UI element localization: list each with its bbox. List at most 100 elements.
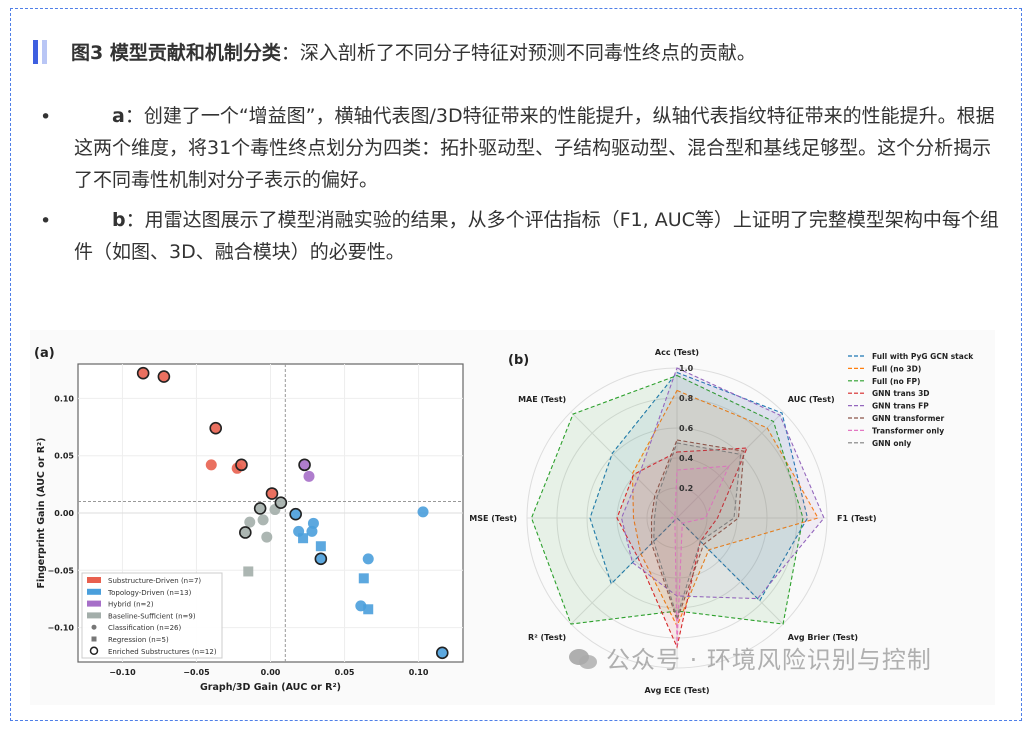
data-point-square xyxy=(298,533,309,544)
y-tick-label: 0.00 xyxy=(54,509,74,518)
legend-label: Substructure-Driven (n=7) xyxy=(108,577,201,585)
data-point xyxy=(289,507,302,521)
r-tick-label: 0.4 xyxy=(679,454,694,463)
bullet-a: a：创建了一个“增益图”，横轴代表图/3D特征带来的性能提升，纵轴代表指纹特征带… xyxy=(74,100,999,196)
data-point xyxy=(235,458,248,472)
data-point-square xyxy=(243,566,254,577)
legend-swatch xyxy=(87,600,101,607)
data-point xyxy=(205,459,217,471)
series-polygon xyxy=(530,374,804,625)
data-point xyxy=(257,514,269,526)
data-point xyxy=(362,553,374,565)
legend-square-marker xyxy=(91,636,97,642)
title-accent-bar-light xyxy=(42,40,47,64)
data-point-square xyxy=(358,573,369,584)
figure-title: 图3 模型贡献和机制分类：深入剖析了不同分子特征对预测不同毒性终点的贡献。 xyxy=(71,40,756,66)
data-point-square xyxy=(315,541,326,552)
axis-label: Avg ECE (Test) xyxy=(645,686,710,695)
bullet-label: a xyxy=(112,105,125,127)
data-point xyxy=(136,366,150,380)
x-tick-label: 0.00 xyxy=(261,668,281,677)
y-tick-label: 0.10 xyxy=(54,394,74,403)
r-tick-label: 1.0 xyxy=(679,364,694,373)
r-tick-label: 0.8 xyxy=(679,394,694,403)
bullet-text: ：用雷达图展示了模型消融实验的结果，从多个评估指标（F1, AUC等）上证明了完… xyxy=(74,209,999,263)
data-point xyxy=(417,506,429,518)
data-point xyxy=(314,552,328,566)
legend-circle-marker xyxy=(91,624,97,630)
data-point xyxy=(261,531,273,543)
legend-label: GNN trans FP xyxy=(872,402,929,411)
legend-label: GNN transformer xyxy=(872,414,944,423)
article-frame xyxy=(10,8,1022,721)
y-axis-label: Fingerprint Gain (AUC or R²) xyxy=(36,437,47,588)
axis-spoke xyxy=(676,411,784,519)
data-point xyxy=(298,458,311,472)
bullet-b: b：用雷达图展示了模型消融实验的结果，从多个评估指标（F1, AUC等）上证明了… xyxy=(74,204,999,268)
legend-label: Full (no FP) xyxy=(872,377,920,386)
x-tick-label: 0.05 xyxy=(335,668,355,677)
bullet-marker: • xyxy=(40,106,52,128)
y-tick-label: −0.05 xyxy=(48,566,75,575)
axis-spoke xyxy=(570,411,678,519)
data-point xyxy=(435,646,449,660)
x-tick-label: −0.10 xyxy=(109,668,136,677)
bullet-text: ：创建了一个“增益图”，横轴代表图/3D特征带来的性能提升，纵轴代表指纹特征带来… xyxy=(74,105,995,191)
series-polygon xyxy=(653,442,742,619)
data-point xyxy=(157,370,171,383)
legend-label: Transformer only xyxy=(872,426,944,435)
axis-label: F1 (Test) xyxy=(837,514,877,523)
x-axis-label: Graph/3D Gain (AUC or R²) xyxy=(200,682,341,693)
legend-label: Full (no 3D) xyxy=(872,364,921,373)
panel-label: (b) xyxy=(508,353,529,368)
y-tick-label: 0.05 xyxy=(54,452,74,461)
legend-label: Full with PyG GCN stack xyxy=(872,352,974,361)
figure-label: 图3 模型贡献和机制分类 xyxy=(71,42,281,64)
series-polygon xyxy=(589,371,809,602)
data-point xyxy=(274,496,288,509)
axis-label: MAE (Test) xyxy=(518,395,566,404)
y-tick-label: −0.10 xyxy=(48,624,75,633)
axis-label: AUC (Test) xyxy=(788,395,835,404)
axis-label: Acc (Test) xyxy=(655,348,699,357)
title-accent-bar xyxy=(33,40,38,64)
legend-label: Hybrid (n=2) xyxy=(108,601,154,609)
axis-label: R² (Test) xyxy=(528,633,566,642)
watermark-text: 公众号 · 环境风险识别与控制 xyxy=(606,646,932,674)
legend-label: GNN trans 3D xyxy=(872,389,930,398)
legend-label: Regression (n=5) xyxy=(108,636,169,644)
data-point xyxy=(244,516,256,528)
bullet-marker: • xyxy=(40,210,52,232)
ablation-radar-chart: (b) Acc (Test) AUC (Test) F1 (Test) Avg Brie… xyxy=(470,348,974,695)
legend-label: Enriched Substructures (n=12) xyxy=(108,648,217,656)
gain-scatter-chart: (a) −0.10 −0.05 0.00 0.05 0.10 −0.10 −0.05 0.00 0… xyxy=(34,346,464,693)
x-tick-label: −0.05 xyxy=(183,668,210,677)
legend-swatch xyxy=(87,588,101,595)
data-point xyxy=(306,525,318,537)
bullet-label: b xyxy=(112,209,126,231)
series-polygon xyxy=(620,367,825,600)
r-tick-label: 0.2 xyxy=(679,484,693,493)
legend-label: Classification (n=26) xyxy=(108,624,181,632)
data-point xyxy=(239,526,252,539)
watermark: 公众号 · 环境风险识别与控制 xyxy=(568,640,932,675)
legend-swatch xyxy=(87,612,101,619)
panel-label: (a) xyxy=(34,346,55,361)
wechat-icon xyxy=(569,649,597,669)
r-tick-label: 0.6 xyxy=(679,424,694,433)
legend-swatch xyxy=(87,577,101,583)
legend-enriched-marker xyxy=(89,646,99,656)
x-tick-label: 0.10 xyxy=(409,668,429,677)
data-point xyxy=(303,470,315,482)
axis-label: Avg Brier (Test) xyxy=(788,633,858,642)
legend-box xyxy=(81,572,223,659)
legend-label: Baseline-Sufficient (n=9) xyxy=(108,612,196,620)
data-point xyxy=(209,421,223,435)
data-point xyxy=(265,487,279,500)
axis-label: RMSE (Test) xyxy=(470,514,517,523)
figure-description: ：深入剖析了不同分子特征对预测不同毒性终点的贡献。 xyxy=(280,42,756,64)
legend-label: Topology-Driven (n=13) xyxy=(107,589,192,597)
series-polygon xyxy=(669,465,730,646)
data-point xyxy=(253,502,267,515)
legend-label: GNN only xyxy=(872,439,911,448)
